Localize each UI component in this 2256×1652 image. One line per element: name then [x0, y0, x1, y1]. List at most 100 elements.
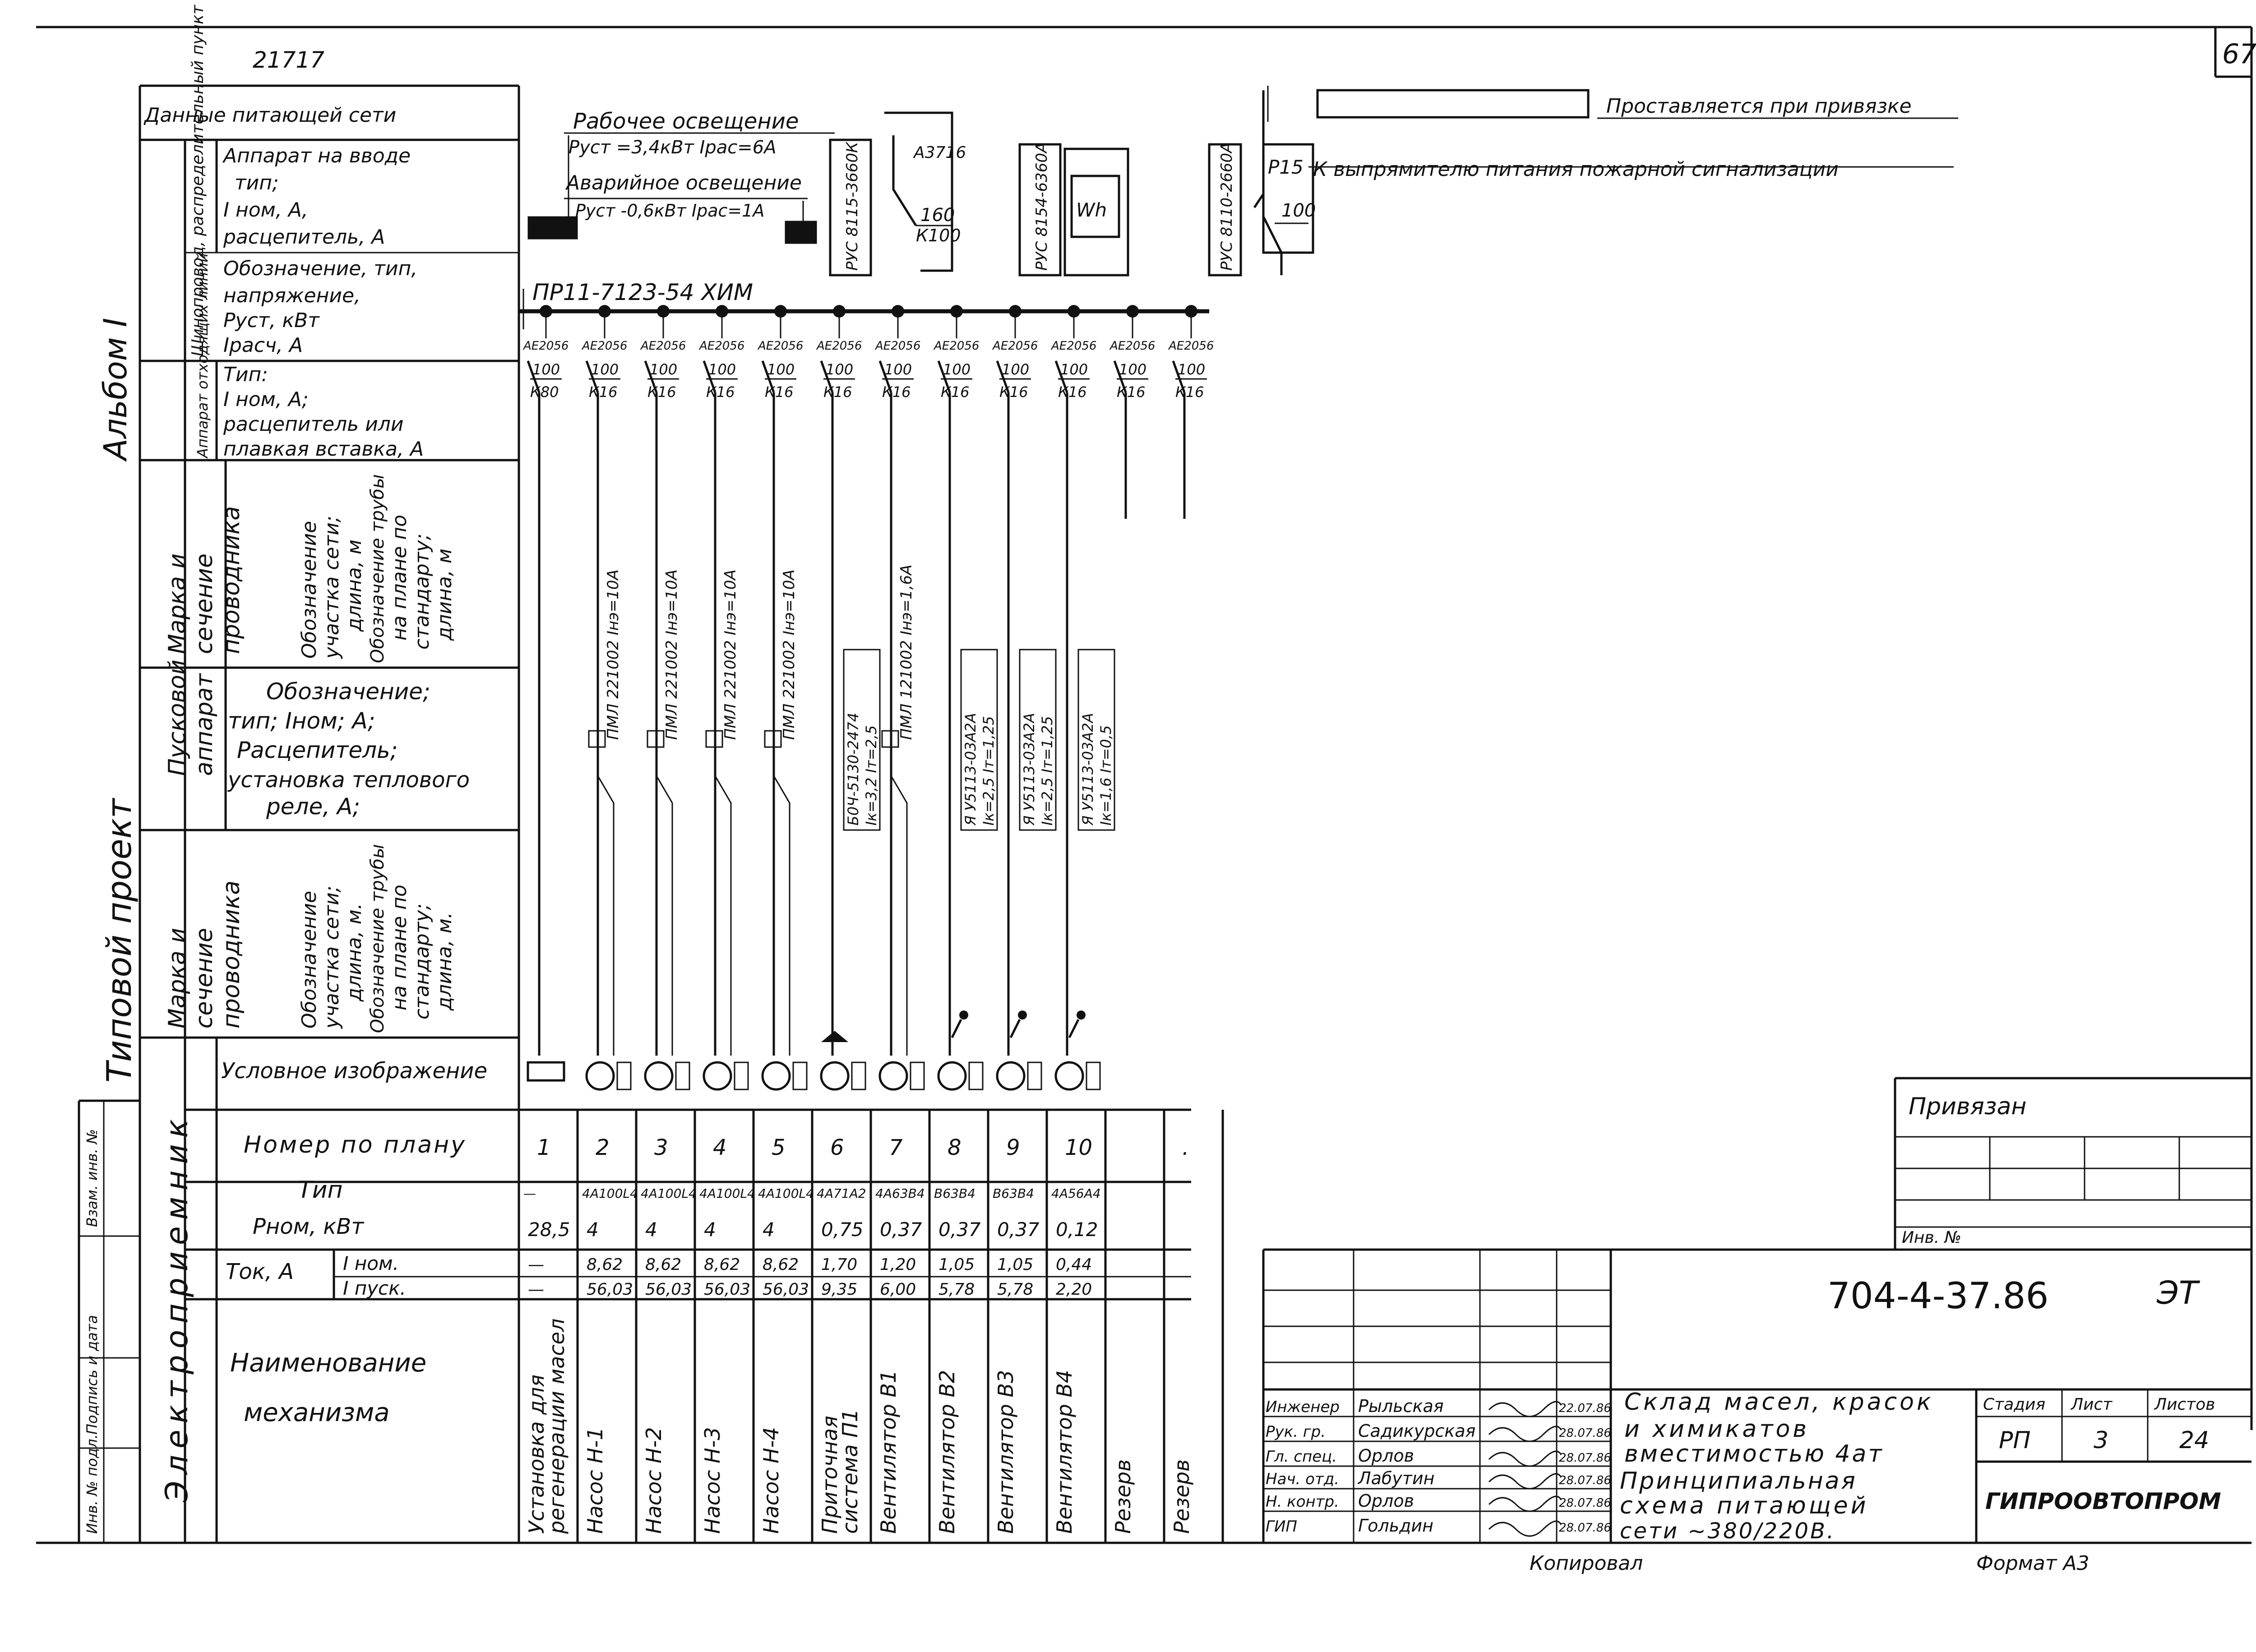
signature-scribble: [1488, 1495, 1562, 1512]
pnom-value: 0,37: [938, 1218, 981, 1241]
inom-value: 1,20: [880, 1255, 916, 1274]
breaker-release: К16: [882, 383, 911, 401]
organization: ГИПРООВТОПРОМ: [1985, 1488, 2221, 1514]
key-icon: [951, 1019, 962, 1038]
breaker-type: АЕ2056: [933, 339, 979, 353]
object-title-2: и химикатов: [1624, 1416, 1809, 1443]
starter-l1: Обозначение;: [266, 678, 430, 705]
sheets-label: Листов: [2154, 1395, 2215, 1414]
outgoing-group-label: Аппарат отходящих линий: [194, 253, 211, 459]
wire1-sub-l3: длина, м: [343, 540, 366, 632]
wire2-group-l3: проводника: [218, 881, 245, 1029]
doc-mark: ЭТ: [2156, 1274, 2201, 1311]
istart-value: 6,00: [880, 1280, 916, 1299]
input-breaker-release: К100: [916, 226, 961, 245]
istart-value: —: [528, 1280, 544, 1299]
starter-group-l1: Пусковой: [164, 660, 191, 776]
breaker-rating: 100: [1178, 361, 1205, 378]
breaker-contact: [878, 360, 892, 393]
signature-date: 28.07.86: [1559, 1496, 1611, 1510]
motor-type: 4А100L4: [582, 1186, 638, 1201]
plan-number: 2: [596, 1135, 610, 1160]
pnom-value: 4: [704, 1218, 716, 1241]
starter-box: [1019, 649, 1057, 831]
starter-box: [1077, 649, 1115, 831]
wire2-sub-l5: на плане по: [388, 885, 411, 1011]
starter-contact: [705, 730, 723, 748]
inom-value: 0,44: [1056, 1255, 1092, 1274]
wire-spec: ПМЛ 221002 Iнэ=10А: [663, 569, 681, 740]
breaker-rating: 100: [1119, 361, 1146, 378]
inom-value: 8,62: [645, 1255, 681, 1274]
wire1-sub-l7: длина, м: [433, 549, 456, 641]
wire-spec: ПМЛ 121002 Iнэ=1,6А: [897, 564, 915, 740]
stamp-inv-orig: Инв. № подл.: [83, 1434, 101, 1534]
signature-date: 28.07.86: [1559, 1426, 1611, 1440]
istart-value: 5,78: [997, 1280, 1033, 1299]
pnom-value: 0,37: [997, 1218, 1040, 1241]
note-box-text: Проставляется при привязке: [1606, 95, 1912, 118]
breaker-rating: 100: [884, 361, 912, 378]
working-lighting-params: Руст =3,4кВт Ірас=6А: [569, 137, 777, 158]
istart-value: 2,20: [1056, 1280, 1092, 1299]
input-device-l4: расцепитель, А: [223, 226, 385, 249]
busway-designation-l1: Обозначение, тип,: [223, 257, 417, 280]
receiver-symbol: [527, 1061, 565, 1082]
breaker-type: АЕ2056: [1050, 339, 1096, 353]
signature-date: 28.07.86: [1559, 1521, 1611, 1535]
meter-box: [1063, 148, 1129, 277]
starter-contact: [588, 730, 606, 748]
breaker-type: АЕ2056: [757, 339, 803, 353]
motor-symbol: [878, 1061, 908, 1091]
wire1-labels: Марка и сечение проводника Обозначение у…: [164, 474, 456, 663]
signature-role: Инженер: [1266, 1398, 1340, 1416]
starter-contact: [647, 730, 665, 748]
signature-role: Рук. гр.: [1266, 1423, 1326, 1441]
mechanism-name: Насос Н-1: [583, 1427, 607, 1534]
motor-terminal: [1027, 1061, 1042, 1090]
breaker-contact: [761, 360, 775, 393]
mechanism-name: Резерв: [1111, 1459, 1135, 1534]
inom-value: —: [528, 1255, 544, 1274]
starter-params: Iк=2,5 Iт=1,25: [1039, 716, 1056, 826]
mechanism-name: система П1: [838, 1409, 862, 1534]
stamp-sign-date: Подпись и дата: [83, 1315, 101, 1435]
album-label: Альбом I: [97, 318, 134, 462]
busbar-designation: ПР11-7123-54 ХИМ: [532, 279, 753, 305]
attached-block: Привязан Инв. №: [1894, 1077, 2251, 1250]
pnom-row-label: Рном, кВт: [253, 1214, 365, 1239]
signature-scribble: [1488, 1473, 1562, 1490]
breaker-contact: [1113, 360, 1127, 393]
plan-number: 10: [1065, 1135, 1092, 1160]
signature-date: 28.07.86: [1559, 1451, 1611, 1465]
pnom-value: 4: [763, 1218, 775, 1241]
motor-type: —: [523, 1186, 536, 1201]
outgoing-device-l3: расцепитель или: [223, 413, 404, 436]
breaker-rating: 100: [826, 361, 853, 378]
motor-terminal: [1086, 1061, 1101, 1090]
signature-date: 28.07.86: [1559, 1474, 1611, 1487]
istart-value: 56,03: [704, 1280, 750, 1299]
breaker-rating: 100: [1060, 361, 1088, 378]
pnom-value: 0,37: [880, 1218, 922, 1241]
emergency-lighting: Аварийное освещение: [565, 171, 802, 194]
starter-link: [890, 775, 908, 1056]
starter-contact: [881, 730, 899, 748]
note-box: [1316, 89, 1590, 119]
emergency-lighting-params: Руст -0,6кВт Ірас=1А: [575, 201, 764, 221]
outgoing-device-l4: плавкая вставка, А: [223, 438, 424, 461]
breaker-release: К16: [647, 383, 676, 401]
starter-params: Iк=3,2 Iт=2,5: [863, 725, 880, 826]
wire-spec: ПМЛ 221002 Iнэ=10А: [721, 569, 740, 740]
busway-designation-l4: Iрасч, А: [223, 334, 303, 357]
fan-icon: [821, 1031, 848, 1042]
breaker-rating: 100: [767, 361, 795, 378]
format-label: Формат А3: [1976, 1552, 2090, 1575]
signature-name: Гольдин: [1358, 1516, 1433, 1536]
busway-designation-l2: напряжение,: [223, 284, 361, 307]
breaker-release: К16: [999, 383, 1028, 401]
